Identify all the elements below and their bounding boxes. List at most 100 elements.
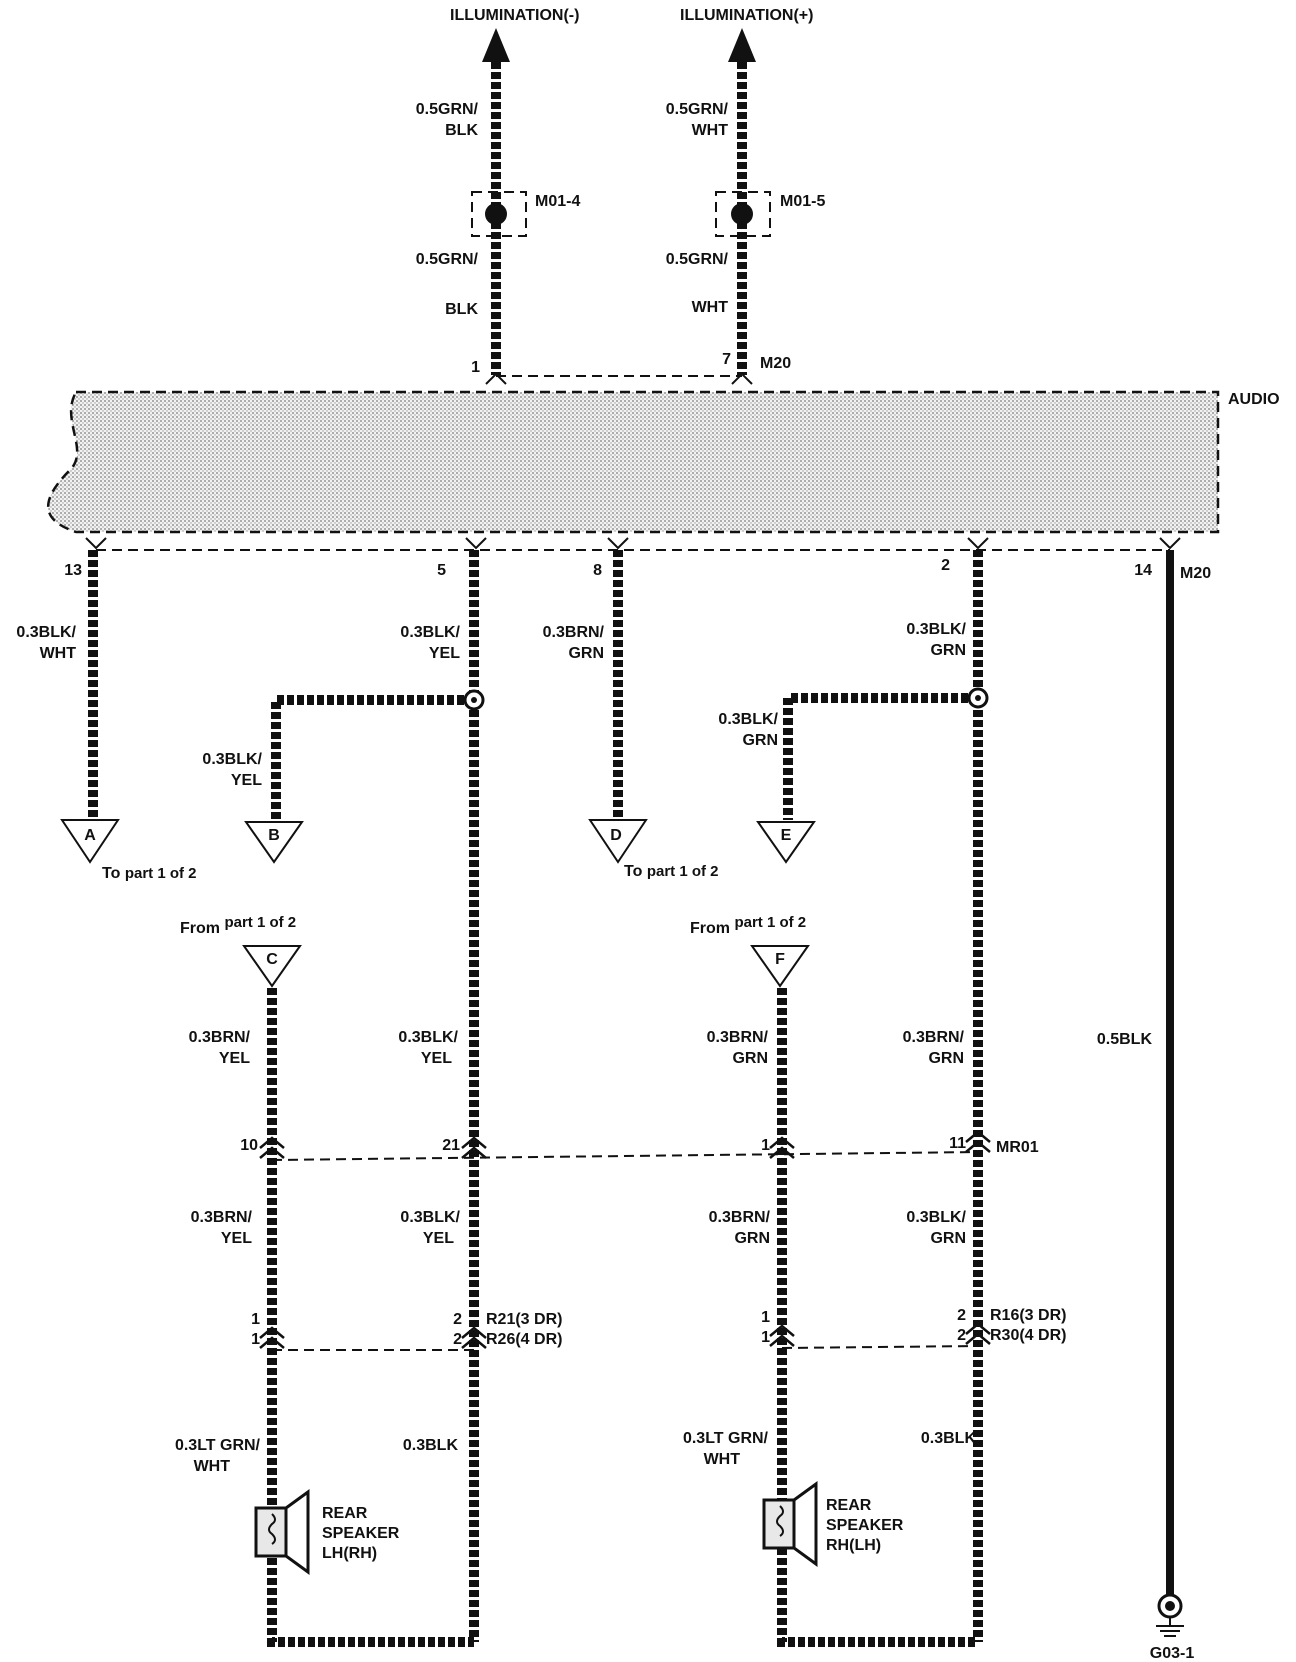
from-word: From bbox=[180, 920, 220, 937]
connector-letter: C bbox=[266, 951, 278, 968]
wire-f-speaker bbox=[777, 988, 978, 1647]
connector-note: From part 1 of 2 bbox=[180, 914, 296, 937]
connector-label: R21(3 DR) bbox=[486, 1311, 562, 1328]
connector-a bbox=[60, 819, 120, 864]
wire-label: BLK bbox=[445, 122, 478, 139]
wire-label: 0.3BLK/ bbox=[16, 624, 76, 641]
to-part: part 1 of 2 bbox=[647, 863, 719, 880]
wire-c-speaker bbox=[267, 988, 474, 1647]
wire-label: GRN bbox=[742, 732, 778, 749]
connector-d bbox=[588, 819, 648, 864]
connector-e bbox=[756, 821, 816, 864]
connector-dashline bbox=[271, 1151, 979, 1161]
wire-label: 0.3BLK bbox=[403, 1437, 459, 1454]
pin-label: 1 bbox=[761, 1137, 770, 1154]
wire-label: YEL bbox=[221, 1230, 252, 1247]
wire-label: YEL bbox=[231, 772, 262, 789]
pin-label: 11 bbox=[949, 1135, 966, 1152]
wire-label: GRN bbox=[734, 1230, 770, 1247]
wire-label: GRN bbox=[732, 1050, 768, 1067]
speaker-lh-label: SPEAKER bbox=[322, 1525, 400, 1542]
wire-branch-e bbox=[783, 693, 978, 820]
wire-label: 0.3BRN/ bbox=[189, 1029, 251, 1046]
pin-label: 5 bbox=[437, 562, 446, 579]
audio-label: AUDIO bbox=[1228, 391, 1280, 408]
splice-label: M01-5 bbox=[780, 193, 825, 210]
to-part: part 1 of 2 bbox=[125, 865, 197, 882]
connector-chevrons bbox=[259, 1322, 991, 1349]
wire-label: GRN bbox=[930, 1230, 966, 1247]
pin-label: 21 bbox=[442, 1137, 460, 1154]
to-word: To bbox=[102, 865, 121, 882]
connector-letter: F bbox=[775, 951, 785, 968]
pin-label: 7 bbox=[722, 351, 731, 368]
wire-label: GRN bbox=[568, 645, 604, 662]
wire-label: 0.3BLK/ bbox=[718, 711, 778, 728]
connector-chevrons bbox=[259, 1130, 991, 1159]
wire-label: BLK bbox=[445, 301, 478, 318]
wire-label: YEL bbox=[429, 645, 460, 662]
wire-branch-b bbox=[271, 695, 474, 820]
arrow-up-icon bbox=[728, 28, 756, 62]
illumination-pos-label: ILLUMINATION(+) bbox=[680, 7, 813, 24]
pin-label: 2 bbox=[941, 557, 950, 574]
wire-label: 0.3LT GRN/ bbox=[175, 1437, 261, 1454]
wire-label: 0.3BRN/ bbox=[543, 624, 605, 641]
wire-label: YEL bbox=[219, 1050, 250, 1067]
wire-label: 0.3BRN/ bbox=[903, 1029, 965, 1046]
speaker-rh-label: RH(LH) bbox=[826, 1537, 881, 1554]
speaker-rh-icon bbox=[762, 1481, 818, 1567]
wire-label: 0.5GRN/ bbox=[666, 101, 729, 118]
from-part: part 1 of 2 bbox=[734, 914, 806, 931]
wire-label: GRN bbox=[930, 642, 966, 659]
wire-label: YEL bbox=[423, 1230, 454, 1247]
audio-unit-box bbox=[47, 390, 1220, 534]
wire-label: YEL bbox=[421, 1050, 452, 1067]
ground-label: G03-1 bbox=[1150, 1645, 1195, 1662]
speaker-lh-label: REAR bbox=[322, 1505, 368, 1522]
connector-label: R16(3 DR) bbox=[990, 1307, 1066, 1324]
wire-label: 0.3BLK bbox=[921, 1430, 977, 1447]
wire-label: GRN bbox=[928, 1050, 964, 1067]
pin-label: 10 bbox=[240, 1137, 258, 1154]
speaker-rh-label: REAR bbox=[826, 1497, 872, 1514]
pin-label: 1 bbox=[761, 1329, 770, 1346]
wire-label: WHT bbox=[704, 1451, 741, 1468]
connector-note: From part 1 of 2 bbox=[690, 914, 806, 937]
connector-letter: E bbox=[781, 827, 792, 844]
connector-letter: A bbox=[84, 827, 96, 844]
from-word: From bbox=[690, 920, 730, 937]
speaker-rh-label: SPEAKER bbox=[826, 1517, 904, 1534]
wire-label: 0.5GRN/ bbox=[416, 101, 479, 118]
pin-label: 2 bbox=[453, 1331, 462, 1348]
connector-label: R26(4 DR) bbox=[486, 1331, 562, 1348]
splice-dot bbox=[731, 203, 753, 225]
pin-label: 2 bbox=[957, 1307, 966, 1324]
wire-label: 0.3BLK/ bbox=[906, 621, 966, 638]
connector-label: R30(4 DR) bbox=[990, 1327, 1066, 1344]
connector-note: To part 1 of 2 bbox=[102, 865, 197, 882]
splice-label: M01-4 bbox=[535, 193, 580, 210]
pin-label: 13 bbox=[64, 562, 82, 579]
splice-dot bbox=[485, 203, 507, 225]
wire-label: WHT bbox=[40, 645, 77, 662]
wire-label: 0.3BLK/ bbox=[398, 1029, 458, 1046]
connector-c bbox=[242, 945, 302, 988]
from-part: part 1 of 2 bbox=[224, 914, 296, 931]
wire-label: 0.3BRN/ bbox=[709, 1209, 771, 1226]
to-word: To bbox=[624, 863, 643, 880]
pin-label: 1 bbox=[251, 1311, 260, 1328]
wire-label: 0.3LT GRN/ bbox=[683, 1430, 769, 1447]
connector-note: To part 1 of 2 bbox=[624, 863, 719, 880]
speaker-lh-label: LH(RH) bbox=[322, 1545, 377, 1562]
connector-label: M20 bbox=[1180, 565, 1211, 582]
connector-f bbox=[750, 945, 810, 988]
pin-label: 1 bbox=[471, 359, 480, 376]
connector-label: MR01 bbox=[996, 1139, 1039, 1156]
wire-label: 0.3BLK/ bbox=[400, 624, 460, 641]
wire-label: 0.5BLK bbox=[1097, 1031, 1153, 1048]
pin-label: 1 bbox=[251, 1331, 260, 1348]
ground-icon bbox=[1156, 1593, 1184, 1637]
wire-label: 0.5GRN/ bbox=[666, 251, 729, 268]
